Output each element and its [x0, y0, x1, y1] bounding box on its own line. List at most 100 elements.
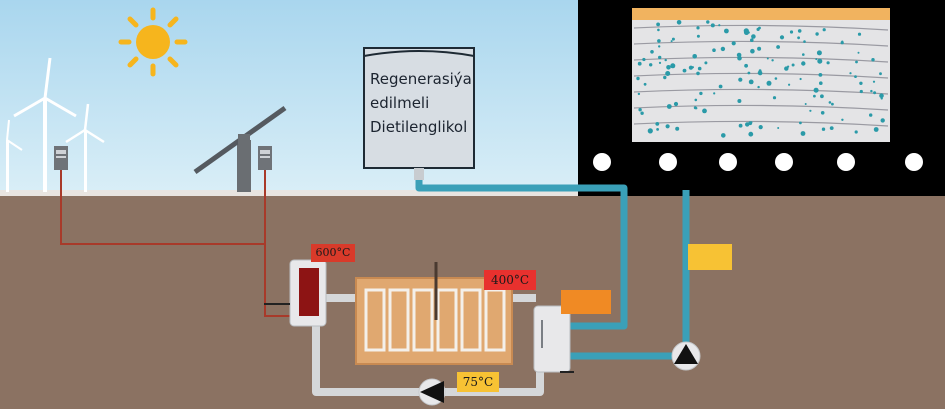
glycol-speck: [831, 102, 834, 106]
sky: [0, 0, 580, 192]
temperature-tag-reactor: [484, 270, 536, 290]
glycol-speck: [789, 30, 794, 34]
tank-label-line-3: Dietilenglikol: [370, 118, 468, 136]
temperature-tag-yellow: [688, 244, 732, 270]
glycol-speck: [779, 35, 785, 40]
glycol-speck: [766, 80, 772, 86]
glycol-speck: [880, 97, 883, 100]
glycol-speck: [694, 98, 698, 102]
glycol-speck: [829, 126, 834, 130]
glycol-speck: [640, 111, 644, 115]
glycol-speck: [657, 28, 660, 32]
glycol-speck: [777, 127, 780, 129]
glycol-speck: [871, 58, 875, 62]
ground-surface-line: [0, 190, 945, 196]
glycol-speck: [802, 53, 805, 56]
reactor-outlet-temperature: 400°C: [490, 273, 530, 287]
glycol-speck: [657, 39, 661, 43]
glycol-speck: [854, 75, 857, 78]
glycol-speck: [664, 58, 667, 62]
glycol-speck: [699, 91, 703, 96]
glycol-speck: [658, 45, 661, 48]
glycol-speck: [820, 111, 825, 115]
glycol-speck: [815, 32, 819, 36]
glycol-speck: [706, 20, 710, 24]
glycol-speck: [731, 41, 736, 46]
cooler-outlet-temperature: 75°C: [462, 375, 494, 389]
glycol-speck: [748, 79, 754, 85]
glycol-speck: [788, 83, 791, 86]
glycol-speck: [869, 113, 873, 117]
glycol-speck: [854, 130, 858, 134]
glycol-speck: [750, 121, 753, 124]
glycol-speck: [815, 58, 818, 61]
glycol-speck: [828, 101, 832, 104]
glycol-speck: [693, 106, 697, 110]
glycol-speck: [650, 50, 654, 54]
wind-turbine-icon: [6, 57, 105, 192]
glycol-speck: [791, 63, 795, 67]
glycol-speck: [784, 66, 789, 71]
glycol-speck: [665, 124, 670, 129]
glycol-speck: [859, 89, 863, 94]
glycol-speck: [637, 61, 642, 66]
glycol-speck: [800, 131, 806, 136]
glycol-speck: [670, 63, 676, 69]
glycol-speck: [859, 81, 863, 86]
glycol-speck: [636, 76, 640, 81]
glycol-speck: [642, 57, 646, 62]
glycol-speck: [819, 81, 823, 85]
glycol-speck: [682, 68, 687, 73]
glycol-speck: [637, 92, 641, 96]
glycol-speck: [771, 59, 774, 62]
glycol-speck: [673, 101, 679, 107]
fiber-sample-top-band: [632, 8, 890, 20]
glycol-speck: [758, 71, 763, 76]
glycol-speck: [879, 93, 884, 98]
glycol-speck: [697, 66, 702, 71]
glycol-speck: [804, 103, 807, 105]
glycol-speck: [820, 94, 824, 99]
glycol-speck: [809, 109, 812, 112]
glycol-speck: [658, 55, 662, 60]
glycol-speck: [670, 40, 673, 43]
glycol-speck: [857, 51, 860, 54]
glycol-speck: [712, 48, 716, 52]
inverter-box-solar: [258, 146, 272, 170]
glycol-speck: [774, 77, 778, 80]
glycol-speck: [817, 58, 823, 64]
glycol-speck: [747, 71, 751, 75]
glycol-speck: [692, 54, 697, 59]
glycol-speck: [724, 28, 729, 34]
panel-holes: [593, 153, 923, 171]
glycol-speck: [655, 122, 660, 126]
glycol-speck: [696, 71, 700, 76]
glycol-speck: [718, 24, 721, 27]
pump-icon: [418, 378, 446, 406]
glycol-speck: [737, 55, 742, 61]
glycol-speck: [803, 40, 806, 43]
glycol-tank: [363, 47, 475, 180]
glycol-speck: [776, 45, 780, 49]
heater-temperature: 600°C: [315, 246, 351, 259]
glycol-speck: [870, 89, 873, 93]
glycol-speck: [663, 75, 667, 80]
glycol-speck: [643, 82, 647, 86]
heater: [264, 259, 327, 327]
glycol-speck: [799, 121, 802, 125]
glycol-speck: [696, 26, 700, 30]
glycol-speck: [713, 92, 716, 95]
glycol-speck: [748, 131, 754, 137]
glycol-speck: [751, 34, 756, 39]
glycol-speck: [665, 71, 671, 76]
temperature-tag-orange: [561, 290, 611, 314]
glycol-speck: [849, 72, 852, 75]
glycol-speck: [801, 61, 806, 66]
fiber-sample: [632, 14, 890, 142]
glycol-speck: [737, 99, 742, 103]
glycol-speck: [718, 84, 723, 89]
temperature-tag-cooler: [457, 372, 499, 392]
pump-icon: [671, 341, 701, 371]
glycol-speck: [656, 127, 659, 131]
